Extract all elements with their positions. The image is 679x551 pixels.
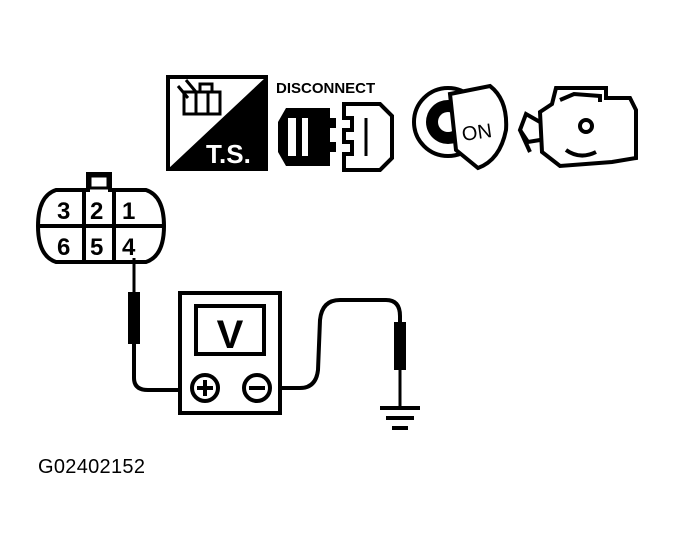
meter-mode-label: V xyxy=(217,313,244,357)
pin-1-label: 1 xyxy=(122,198,135,225)
pin-4-label: 4 xyxy=(122,234,136,261)
disconnect-label: DISCONNECT xyxy=(276,80,375,97)
positive-terminal-icon xyxy=(190,373,220,403)
pin-6-label: 6 xyxy=(57,234,70,261)
pin-2-label: 2 xyxy=(90,198,103,225)
ground-symbol-icon xyxy=(380,406,420,430)
key-head-icon xyxy=(447,83,509,171)
transmission-tool-icon: T.S. xyxy=(166,75,268,171)
pin-5-label: 5 xyxy=(90,234,103,261)
ignition-on-label: ON xyxy=(461,120,494,146)
six-pin-connector: 3 2 1 6 5 4 xyxy=(35,172,167,264)
positive-probe-lead xyxy=(128,258,180,392)
pin-3-label: 3 xyxy=(57,198,70,225)
disconnect-plug-right-icon xyxy=(342,102,394,172)
ignition-key-icon: ON xyxy=(412,83,509,171)
ts-label: T.S. xyxy=(206,139,251,169)
mini-connector-icon xyxy=(176,79,222,116)
voltmeter: V xyxy=(178,291,282,415)
figure-code: G02402152 xyxy=(38,456,146,478)
negative-probe-lead xyxy=(280,298,406,406)
disconnect-icon: DISCONNECT xyxy=(276,80,394,172)
engine-icon xyxy=(517,86,638,169)
negative-terminal-icon xyxy=(242,373,272,403)
